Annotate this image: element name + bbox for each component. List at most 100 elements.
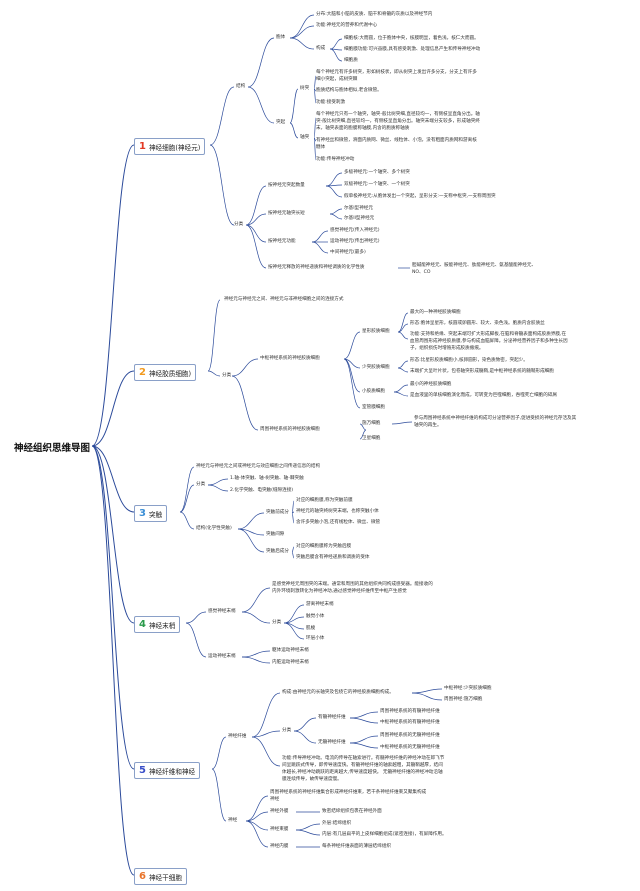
node-motor-ending: 运动神经末梢: [208, 654, 236, 659]
leaf: 子，组织损伤时增殖形成胶质瘢痕。: [410, 346, 484, 351]
leaf: 血管周围形成神经胶质膜,参与构成血脑屏障。分泌神经营养因子和多种生长因: [410, 339, 568, 344]
node-unmyelinated: 无髓神经纤维: [318, 740, 346, 745]
leaf: 体越长,神经冲动跳跃的距离越大,传导速度越快。 无髓神经纤维的神经冲动沿轴: [282, 770, 443, 775]
node-peripheral-glia: 周围神经系统的神经胶质细胞: [260, 427, 320, 432]
mindmap-root: 神经组织思维导图: [14, 443, 91, 454]
node-microglia: 小胶质细胞: [362, 389, 385, 394]
node-by-function: 按神经元功能: [268, 239, 296, 244]
leaf: 每个神经元有许多树突，形如树枝状，即从树突上发出许多分支，分支上有许多: [316, 70, 477, 75]
leaf: 间呈跳跃式传导，即传导速度快。有髓神经纤维的轴索越粗，其髓鞘越厚，结间: [282, 763, 443, 768]
node-perineurium: 神经束膜: [270, 827, 289, 832]
node-classification: 分类: [272, 620, 282, 625]
leaf: 神经元的轴突终树突末端，也称突触小体: [296, 509, 379, 514]
leaf: 对应的细胞膜,称为突触前膜: [296, 498, 353, 503]
leaf: 分布:大脑和小脑的皮质、脑干和脊髓的灰质以及神经节内: [316, 12, 433, 17]
node-classification: 分类: [282, 728, 292, 733]
leaf: 内外环境刺激转化为神经冲动,通过感觉神经纤维传至中枢产生感觉: [272, 589, 407, 594]
section-number: 1: [139, 141, 146, 152]
node-satellite: 卫星细胞: [362, 436, 381, 441]
section-label: 突触: [148, 510, 163, 519]
leaf: 中间神经元(最多): [330, 250, 366, 255]
leaf: 构成:由神经元的长轴突及包绕它的神经胶质细胞构成。: [282, 690, 394, 695]
leaf: 神经元与神经元之间或神经元与效应细胞之间传递信息的结构: [196, 464, 321, 469]
leaf: 功能:接受刺激: [316, 100, 346, 105]
leaf: 有神经丝和微管，滑面内质网、微丝、线粒体、小泡，没有粗面内质网和游离核: [316, 138, 477, 143]
leaf: 双极神经元:一个轴突、一个树突: [344, 182, 410, 187]
leaf: 每条神经纤维表面的薄层结缔组织: [322, 844, 391, 849]
node-schwann: 施万细胞: [362, 421, 381, 426]
node-structure: 结构: [236, 84, 246, 89]
leaf: 中枢神经系统的有髓神经纤维: [380, 720, 440, 725]
section-label: 神经细胞(神经元): [148, 143, 201, 152]
leaf: 每个神经元只有一个轴突，轴突-般比树突细,直径较均一，有侧枝呈直角分出。轴: [316, 112, 480, 117]
leaf: 功能:传导神经冲动。电流的传导在轴索进行。有髓神经纤维的神经冲动在郎飞节: [282, 756, 445, 761]
leaf: 周围神经:施万细胞: [444, 697, 483, 702]
leaf: 周围神经系统的无髓神经纤维: [380, 733, 440, 738]
node-oligodendrocyte: 少突胶质细胞: [362, 365, 390, 370]
leaf: 胞质结构与胞体相似,老含微管。: [316, 88, 382, 93]
leaf: 末端扩大呈叶片状，包卷轴突形成髓鞘,是中枢神经系统的髓鞘形成细胞: [410, 369, 554, 374]
node-astrocyte: 星形胶质细胞: [362, 329, 390, 334]
leaf: 神经元与神经元之间、神经元与非神经细胞之间的连接方式: [224, 297, 344, 302]
section-number: 2: [139, 367, 146, 378]
node-structure: 结构(化学性突触): [196, 526, 232, 531]
section-label: 神经纤维和神经: [148, 767, 196, 776]
leaf: 细小突起，成树突棘: [316, 77, 358, 82]
leaf: 形态:胞体呈星形，核圆或卵圆形、较大、染色浅。胞质内含胶质丝: [410, 321, 545, 326]
node-presynaptic: 突触前成分: [266, 510, 289, 515]
leaf: 是感觉神经元周围突的末端。通常和周围的其他组织共同构成感受器。能接收的: [272, 582, 433, 587]
leaf: 末，轴突表面的胞膜称轴膜,内含的胞质称轴质: [316, 126, 410, 131]
node-composition: 构成: [316, 46, 326, 51]
leaf: 内脏运动神经末梢: [272, 660, 309, 665]
leaf: 最大的一种神经胶质细胞: [410, 310, 461, 315]
node-central-glia: 中枢神经系统的神经胶质细胞: [260, 356, 320, 361]
section-number: 5: [139, 765, 146, 776]
leaf: 中枢神经系统的无髓神经纤维: [380, 745, 440, 750]
leaf: 轴突的再生。: [414, 423, 442, 428]
leaf: 2.化学突触、电突触(缝隙连接): [230, 488, 294, 493]
leaf: 细胞质: [344, 58, 358, 63]
node-classification: 分类: [234, 222, 244, 227]
node-nerve-fiber: 神经纤维: [228, 734, 247, 739]
node-epineurium: 神经外膜: [270, 809, 289, 814]
node-myelinated: 有髓神经纤维: [318, 715, 346, 720]
leaf: 细胞膜功能:可兴奋膜,具有感受刺激、处理信息产生和传导神经冲动: [344, 47, 481, 52]
node-postsynaptic: 突触后成分: [266, 549, 289, 554]
leaf: 致密结缔组织包裹在神经外面: [322, 809, 382, 814]
leaf: 含许多突触小泡,还有线粒体、微丝、微管: [296, 520, 381, 525]
node-nerve: 神经: [228, 818, 238, 823]
leaf: 形态:比星形胶质细胞小,核卵圆形，染色质致密，突起少。: [410, 358, 528, 363]
leaf: 参与周围神经系统中神经纤维的构成可分泌营养因子,促进受损的神经元存活及其: [414, 416, 577, 421]
leaf: 周围神经系统的神经纤维集合形成神经纤维束，若干条神经纤维束又聚集构成: [270, 790, 427, 795]
section-label: 神经干细胞: [148, 873, 182, 882]
leaf: 神经: [270, 797, 280, 802]
node-endoneurium: 神经内膜: [270, 844, 289, 849]
leaf: 外层:结缔组织: [322, 821, 352, 826]
leaf: 尔基I型神经元: [344, 206, 373, 211]
node-processes: 突起: [276, 120, 286, 125]
leaf: 细胞核:大而圆，位于胞体中央，核膜明显，着色浅，核仁大而圆。: [344, 36, 479, 41]
leaf: 躯体运动神经末梢: [272, 648, 309, 653]
leaf: 对应的细胞膜称为突触后膜: [296, 544, 352, 549]
leaf: 糖体: [316, 145, 326, 150]
leaf: 环层小体: [306, 636, 325, 641]
leaf: 周围神经系统的有髓神经纤维: [380, 709, 440, 714]
leaf: 是血液里的单核细胞演化而成，可转变为巨噬细胞，吞噬死亡细胞的碎屑: [410, 393, 558, 398]
leaf: 假单极神经元:从胞体发出一个突起，呈形分支:一支称中枢突,一支称周围突: [344, 194, 496, 199]
leaf: 内层:有几层扁平的上皮样细胞组成(紧密连接)，有屏障作用。: [322, 832, 447, 837]
section-label: 神经胶质细胞): [148, 369, 192, 378]
node-by-axon-length: 按神经元轴突长短: [268, 211, 305, 216]
leaf: 突-般比树突细,直径较均一，有侧枝呈直角分出。轴突末端分支较多，形成轴突终: [316, 119, 480, 124]
leaf: 功能:神经元的营养和代谢中心: [316, 23, 378, 28]
section-number: 6: [139, 871, 146, 882]
leaf: 肌梭: [306, 626, 316, 631]
node-ependymal: 室管膜细胞: [362, 405, 385, 410]
node-sensory-ending: 感觉神经末梢: [208, 609, 236, 614]
